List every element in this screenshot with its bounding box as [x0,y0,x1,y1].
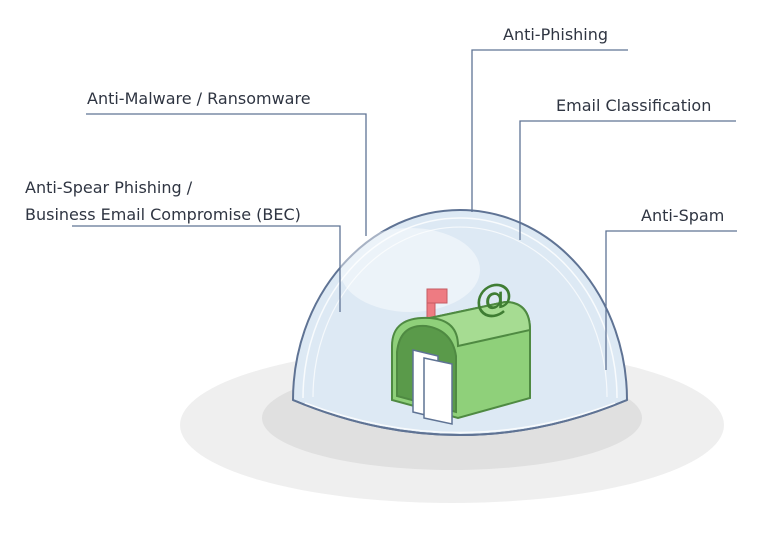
label-anti-spear-line1: Anti-Spear Phishing / [25,178,193,197]
leader-anti-spear [72,225,341,312]
letter-front [423,357,453,425]
label-email-classification: Email Classification [556,96,712,115]
dome-inner-ring-2 [312,226,608,398]
label-anti-phishing: Anti-Phishing [503,25,609,44]
mailbox-flag [426,288,448,304]
leader-anti-spam [605,230,737,370]
leader-anti-phishing [471,49,628,212]
label-anti-spear-line2: Business Email Compromise (BEC) [25,205,301,224]
dome-inner-ring-1 [302,217,618,399]
mailbox-at-symbol: @ [475,274,513,323]
label-anti-malware: Anti-Malware / Ransomware [87,89,311,108]
mailbox-top [429,300,532,348]
leader-email-classification [519,120,736,240]
label-anti-spam: Anti-Spam [641,206,725,225]
dome-base-line-inner [304,402,616,434]
dome-highlight [340,228,480,312]
dome-base-line [292,399,628,436]
leader-anti-malware [86,113,367,236]
